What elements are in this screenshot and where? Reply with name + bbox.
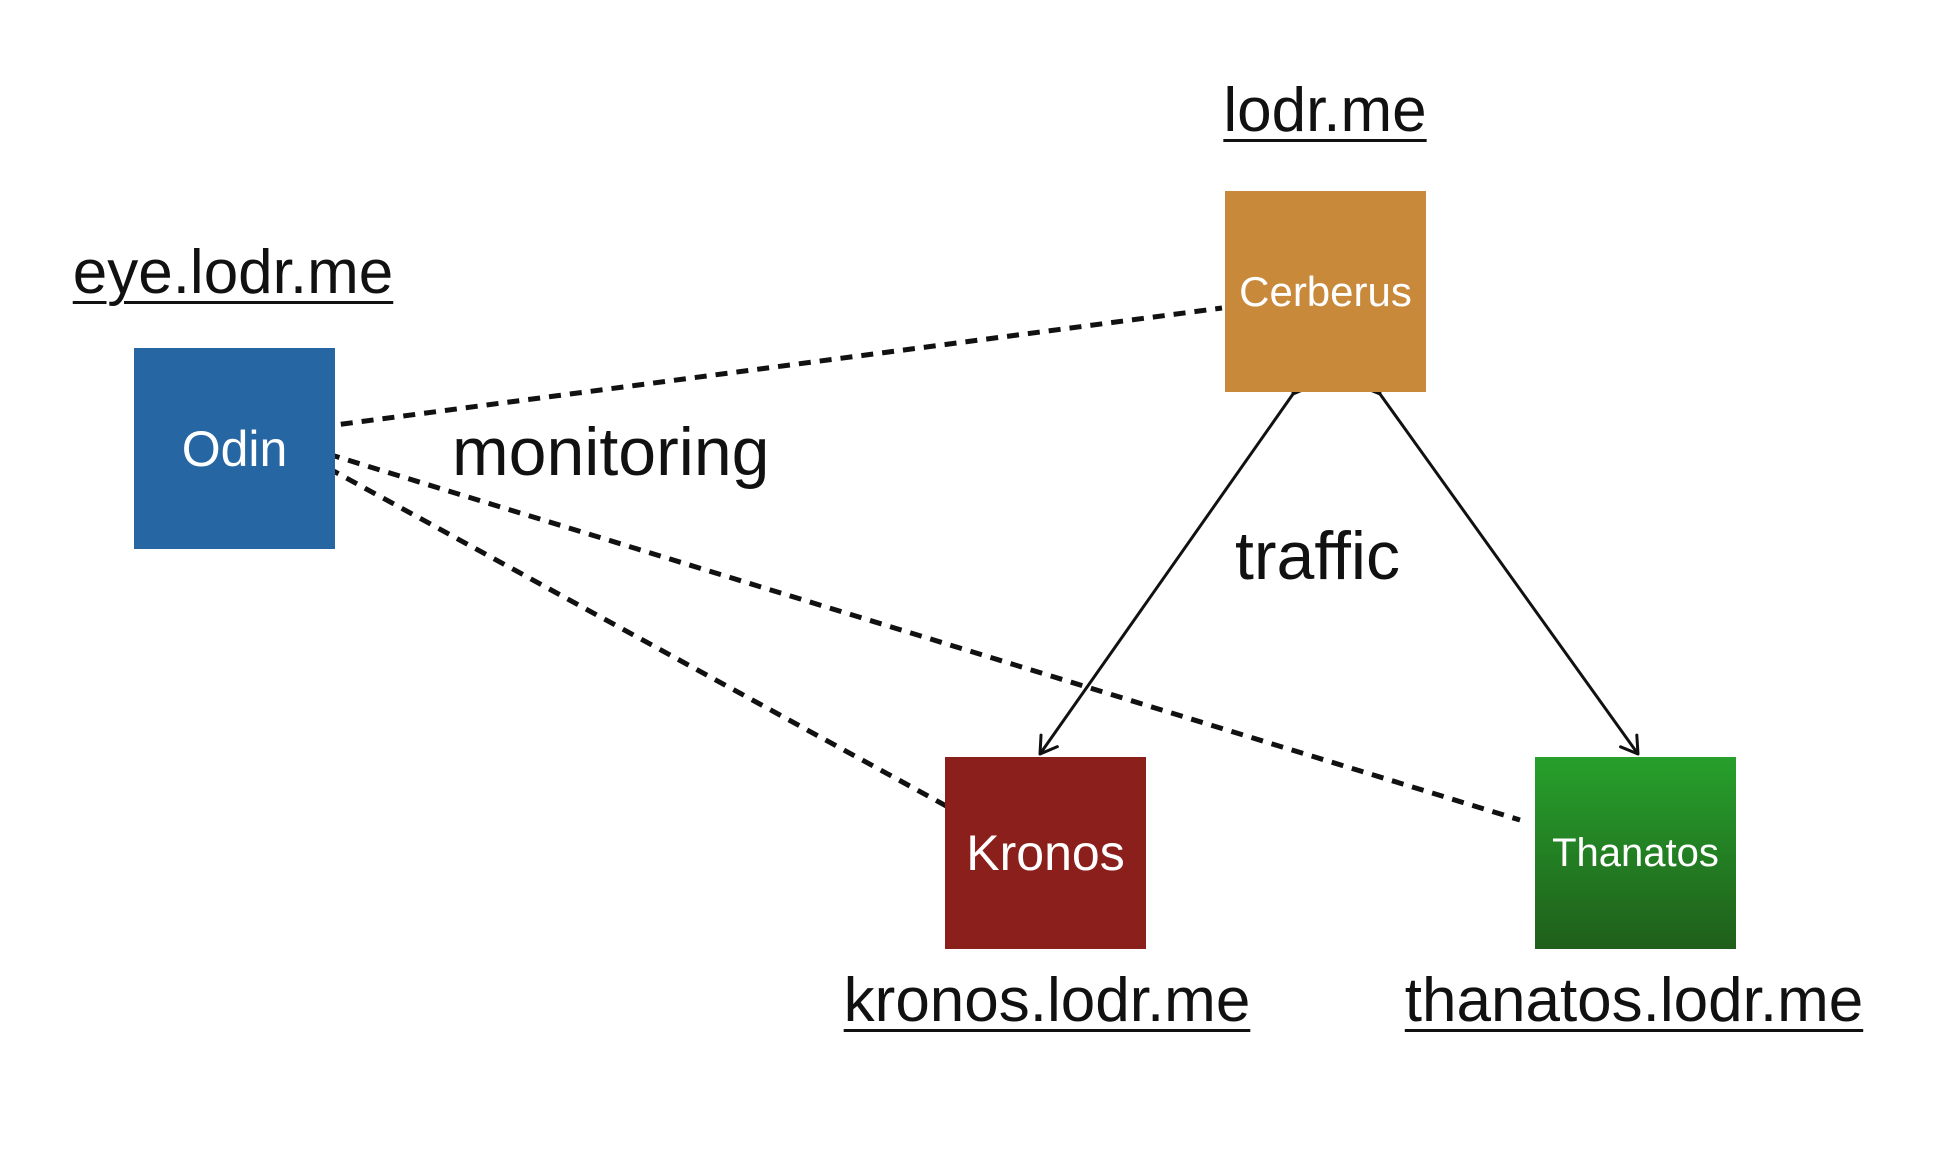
traffic-label: traffic — [1235, 518, 1401, 594]
traffic-link-thanatos — [1361, 373, 1640, 756]
monitoring-label: monitoring — [452, 414, 770, 490]
odin-node: Odin — [134, 348, 335, 549]
odin-node-label: Odin — [181, 420, 288, 477]
host-label-kronos: kronos.lodr.me — [843, 966, 1251, 1035]
thanatos-node-label: Thanatos — [1552, 830, 1719, 875]
monitoring-link-kronos — [326, 465, 952, 811]
monitoring-link-cerberus — [319, 305, 1223, 430]
thanatos-node: Thanatos — [1535, 757, 1736, 949]
kronos-node: Kronos — [945, 757, 1146, 949]
cerberus-node: Cerberus — [1225, 191, 1426, 392]
cerberus-node-label: Cerberus — [1239, 267, 1412, 315]
host-label-thanatos: thanatos.lodr.me — [1404, 966, 1864, 1035]
host-label-odin: eye.lodr.me — [72, 238, 394, 307]
traffic-link-kronos — [1038, 373, 1312, 756]
host-label-cerberus: lodr.me — [1223, 76, 1427, 145]
kronos-node-label: Kronos — [966, 825, 1125, 881]
monitoring-link-thanatos — [327, 451, 1521, 823]
